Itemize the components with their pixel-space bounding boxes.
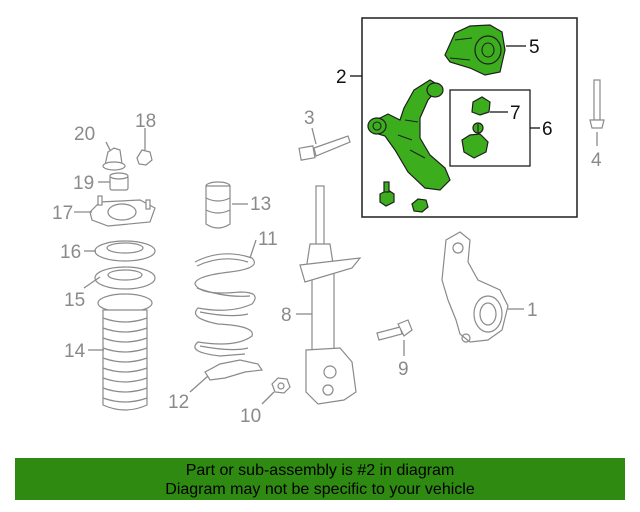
part-19-nut[interactable] [109,172,129,191]
leader-lines [74,45,598,405]
callout-20: 20 [74,124,95,145]
arm-nut-right[interactable] [411,198,429,213]
callout-16: 16 [60,242,81,263]
part-17-mount[interactable] [89,195,156,227]
notice-banner: Part or sub-assembly is #2 in diagram Di… [15,458,625,500]
part-6-ball-joint[interactable] [461,122,489,159]
part-16-bearing[interactable] [94,240,156,262]
part-11-coil-spring[interactable] [194,253,256,357]
callout-labels: 1 2 3 4 5 6 7 8 9 10 11 12 13 14 15 16 1… [52,37,602,427]
callout-6: 6 [542,119,553,140]
callout-1: 1 [527,300,538,321]
part-18-nut[interactable] [136,149,153,166]
callout-15: 15 [64,290,85,311]
callout-8: 8 [281,305,292,326]
part-15-seat[interactable] [94,266,156,290]
part-12-lower-seat[interactable] [204,359,264,381]
callout-14: 14 [64,341,86,362]
callout-9: 9 [398,359,409,380]
assembly-2-box [361,17,578,218]
leader-12 [189,375,209,393]
callout-4: 4 [591,150,602,171]
part-4-bolt[interactable] [589,79,605,129]
part-1-knuckle[interactable] [441,231,509,343]
leader-11 [249,239,257,259]
part-7-nut[interactable] [471,96,491,116]
callout-7: 7 [510,103,521,124]
part-2-control-arm[interactable] [367,79,451,191]
part-20-cap[interactable] [102,147,126,171]
callout-11: 11 [258,229,278,250]
callout-12: 12 [168,392,189,413]
leader-10 [261,391,275,405]
callout-13: 13 [250,194,271,215]
part-9-bolt[interactable] [376,319,413,341]
part-5-bushing[interactable] [444,24,506,76]
callout-10: 10 [240,406,261,427]
leader-3 [311,127,317,145]
leader-15 [83,276,101,289]
banner-line-2: Diagram may not be specific to your vehi… [165,481,475,498]
part-10-nut[interactable] [271,377,291,394]
arm-bolt-left[interactable] [379,181,395,207]
leader-20 [105,141,111,151]
part-14-boot[interactable] [97,293,153,411]
callout-18: 18 [135,111,156,132]
part-13-bump-stop[interactable] [205,181,231,229]
callout-2: 2 [336,67,347,88]
callout-3: 3 [304,108,315,129]
callout-5: 5 [529,37,540,58]
callout-19: 19 [73,173,94,194]
part-8-strut[interactable] [299,185,362,405]
part-3-bolt[interactable] [298,135,351,161]
banner-line-1: Part or sub-assembly is #2 in diagram [185,462,455,479]
callout-17: 17 [52,203,73,224]
